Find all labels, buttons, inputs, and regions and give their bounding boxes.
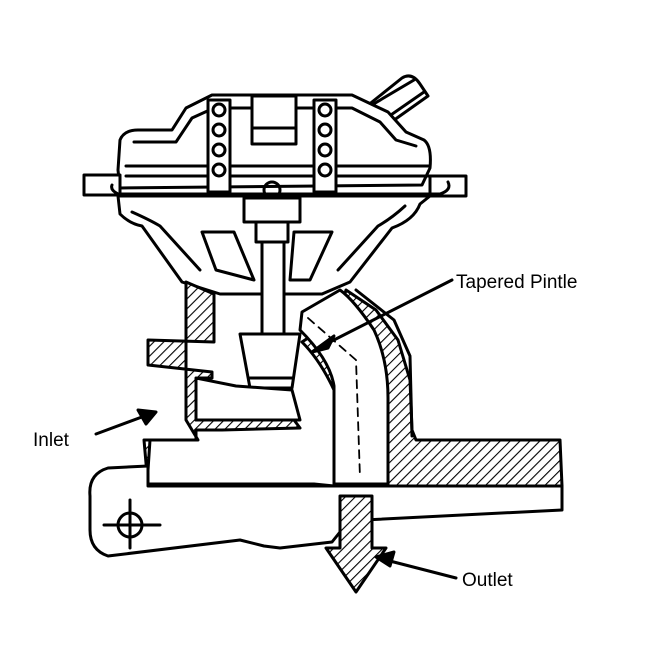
inlet-passage bbox=[194, 376, 302, 422]
outlet-flow-arrow bbox=[324, 494, 388, 594]
valve-stem bbox=[242, 196, 302, 344]
label-inlet: Inlet bbox=[33, 430, 70, 451]
outlet-passage bbox=[298, 288, 390, 486]
label-outlet: Outlet bbox=[462, 570, 513, 591]
leader-tapered-pintle bbox=[310, 278, 454, 354]
diaphragm-spring bbox=[206, 94, 338, 200]
leader-outlet bbox=[374, 550, 458, 580]
label-tapered-pintle: Tapered Pintle bbox=[456, 272, 577, 293]
diaphragm-flange bbox=[82, 173, 468, 198]
leader-inlet bbox=[94, 408, 158, 436]
